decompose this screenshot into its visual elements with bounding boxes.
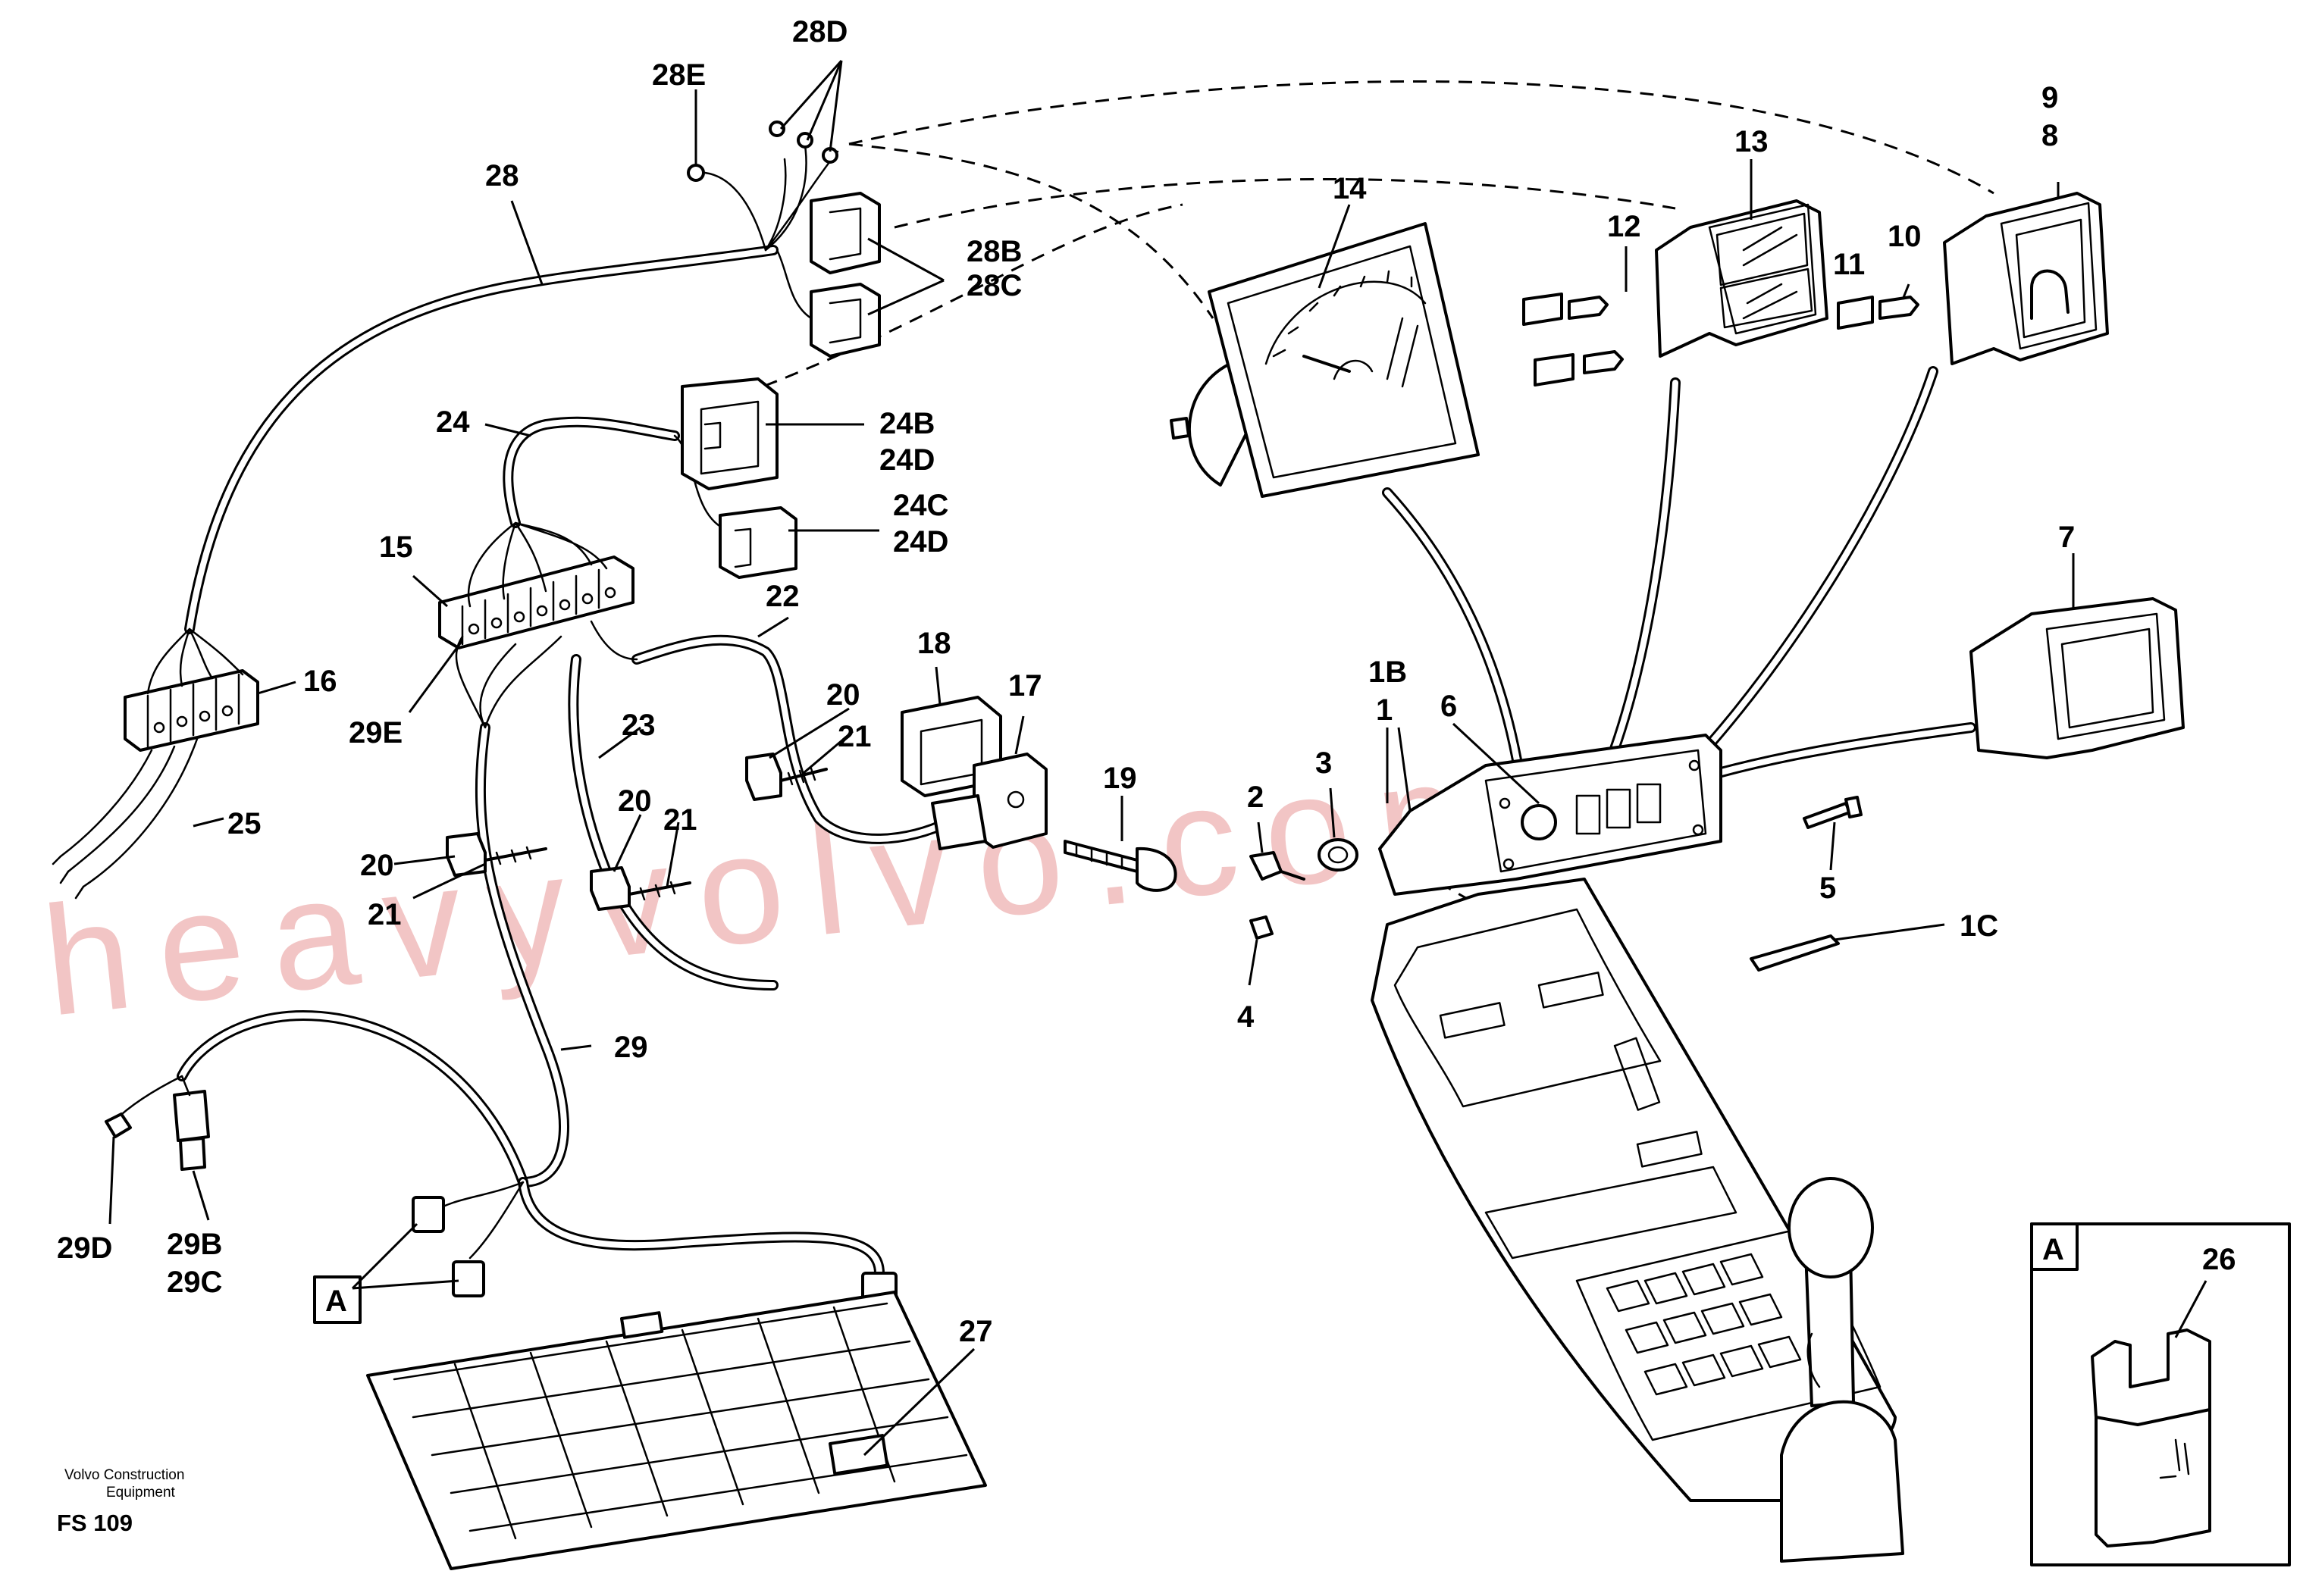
label-24d: 24D: [879, 443, 935, 477]
label-17: 17: [1008, 669, 1042, 703]
gear-lever: [1780, 1177, 1904, 1563]
label-16: 16: [303, 665, 337, 698]
nut-4: [1249, 915, 1274, 940]
leader-lines: [108, 60, 2207, 1457]
label-24d-2: 24D: [893, 525, 948, 559]
bolt-5: [1803, 796, 1863, 829]
wires-25: [52, 737, 199, 900]
label-29c: 29C: [167, 1266, 222, 1299]
bolt-19: [1064, 840, 1177, 892]
label-28d: 28D: [792, 15, 848, 49]
label-1b: 1B: [1368, 656, 1407, 689]
inset-detail-a: [2030, 1222, 2291, 1566]
label-24b: 24B: [879, 407, 935, 440]
label-7: 7: [2058, 521, 2075, 554]
label-29e: 29E: [349, 716, 403, 749]
ring-terminals-28d: [769, 120, 838, 164]
ring-3: [1318, 838, 1358, 872]
label-28b: 28B: [967, 235, 1022, 268]
clamp-20-upper: [745, 753, 828, 801]
label-a-box: [313, 1275, 362, 1324]
label-5: 5: [1819, 872, 1836, 905]
label-6: 6: [1440, 690, 1457, 723]
label-13: 13: [1734, 125, 1769, 158]
label-20-middle: 20: [618, 784, 652, 818]
terminal-block-16: [124, 627, 259, 752]
label-11: 11: [1833, 248, 1865, 281]
label-20-left: 20: [360, 849, 394, 882]
label-28: 28: [485, 159, 519, 192]
footer-company-line1: Volvo Construction: [64, 1467, 184, 1483]
cable-28: [184, 135, 839, 634]
label-21-upper: 21: [838, 720, 872, 753]
terminal-block-15: [438, 521, 634, 649]
circuit-board-27: [366, 1291, 987, 1570]
plug-17: [931, 753, 1048, 850]
screw-2: [1249, 851, 1305, 881]
cable-29-branch-right: [431, 1177, 885, 1278]
label-21-middle: 21: [663, 803, 697, 837]
connector-24c-24d: [719, 506, 797, 579]
label-10: 10: [1888, 220, 1922, 253]
label-1: 1: [1376, 693, 1393, 727]
connector-24b-24d: [681, 377, 779, 490]
label-22: 22: [766, 580, 800, 613]
label-24c: 24C: [893, 489, 948, 522]
label-25: 25: [227, 807, 262, 840]
footer-company-line2: Equipment: [106, 1485, 176, 1501]
clamp-20-left: [446, 832, 547, 877]
panel-cover-7: [1969, 597, 2185, 759]
label-27: 27: [959, 1315, 993, 1348]
clamp-20-middle: [590, 866, 691, 911]
label-8: 8: [2041, 119, 2058, 152]
side-console: [1371, 878, 1897, 1502]
bulb-holder-12: [1522, 293, 1624, 386]
connectors-28b-28c: [776, 192, 881, 358]
strip-1c: [1750, 934, 1840, 972]
label-24: 24: [436, 405, 470, 439]
label-26: 26: [2202, 1243, 2236, 1276]
cable-22: [590, 620, 953, 844]
warning-lamp-13: [1655, 199, 1828, 358]
label-1c: 1C: [1960, 909, 1998, 943]
label-28e: 28E: [652, 58, 706, 92]
instrument-panel-1: [1378, 734, 1722, 896]
label-2: 2: [1247, 781, 1264, 814]
rocker-switch-8-9: [1943, 192, 2109, 365]
label-12: 12: [1607, 210, 1641, 243]
small-connectors: [412, 1196, 898, 1311]
label-29b: 29B: [167, 1228, 222, 1261]
footer-block: Volvo Construction Equipment FS 109: [57, 1467, 184, 1536]
label-29: 29: [614, 1031, 648, 1064]
label-19: 19: [1103, 762, 1137, 795]
label-3: 3: [1315, 746, 1332, 780]
label-18: 18: [917, 627, 951, 660]
label-28c: 28C: [967, 269, 1022, 302]
label-15: 15: [379, 530, 413, 564]
label-23: 23: [622, 709, 656, 742]
label-4: 4: [1237, 1000, 1255, 1034]
connector-29b-29c: [173, 1075, 210, 1171]
inset-label-a: A: [2042, 1233, 2064, 1266]
label-9: 9: [2041, 81, 2058, 114]
terminal-29d: [105, 1113, 132, 1138]
bulb-holder-11: [1837, 296, 1919, 330]
label-21-left: 21: [368, 898, 402, 931]
ring-terminal-28e: [687, 164, 767, 252]
label-20-upper: 20: [826, 678, 860, 712]
callout-labels: 28D 28E 28 28B 28C 24 24B 24D 24C 24D 15…: [57, 15, 2236, 1348]
gauge-14: [1170, 222, 1480, 498]
label-29d: 29D: [57, 1231, 112, 1265]
label-14: 14: [1333, 172, 1367, 205]
footer-code: FS 109: [57, 1510, 133, 1536]
label-a: A: [325, 1285, 347, 1318]
